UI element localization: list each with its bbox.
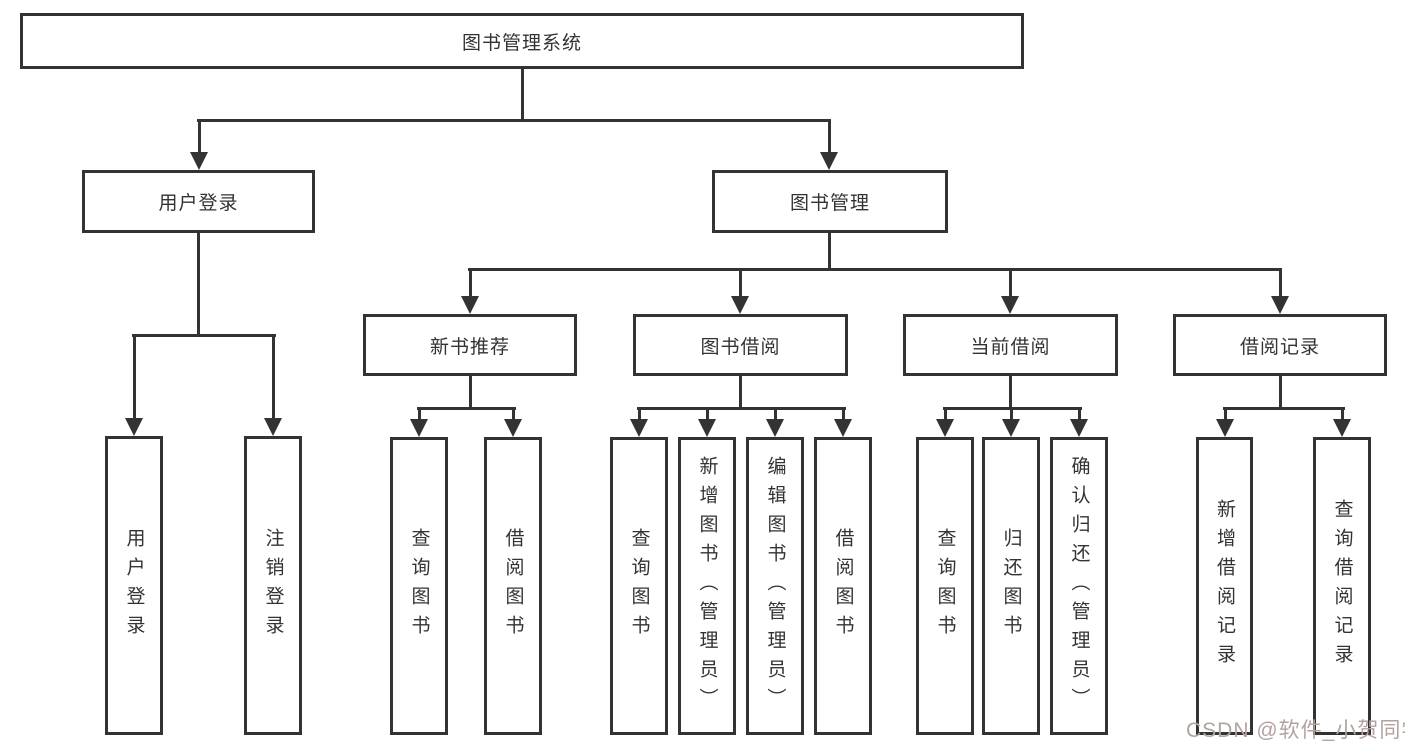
node-cb-confirm-return-label: 确认归还（管理员） xyxy=(1068,455,1090,717)
node-book-management-label: 图书管理 xyxy=(789,193,870,214)
node-user-login: 用户登录 xyxy=(82,170,315,233)
node-ul-logout: 注销登录 xyxy=(244,436,302,735)
node-ul-logout-label: 注销登录 xyxy=(262,527,284,644)
node-br-add-record: 新增借阅记录 xyxy=(1196,437,1253,735)
connector-cb-drop xyxy=(1009,376,1012,409)
node-bb-borrow-books: 借阅图书 xyxy=(814,437,872,735)
arrow-down-icon xyxy=(461,296,479,314)
connector-nb-child1 xyxy=(418,407,421,422)
connector-mgmt-child1 xyxy=(469,268,472,299)
connector-login-child2 xyxy=(272,334,275,422)
node-bb-query-books-label: 查询图书 xyxy=(628,528,650,644)
node-cb-query-books-label: 查询图书 xyxy=(934,528,956,644)
arrow-down-icon xyxy=(820,152,838,170)
node-br-query-record: 查询借阅记录 xyxy=(1313,437,1371,735)
node-bb-query-books: 查询图书 xyxy=(610,437,668,735)
connector-bb-child4 xyxy=(842,407,845,422)
node-bb-add-books-label: 新增图书（管理员） xyxy=(696,455,718,717)
node-nb-borrow-books: 借阅图书 xyxy=(484,437,542,735)
arrow-down-icon xyxy=(125,418,143,436)
node-new-book-recommend: 新书推荐 xyxy=(363,314,577,376)
node-cb-return-books: 归还图书 xyxy=(982,437,1040,735)
connector-cb-child3 xyxy=(1078,407,1081,422)
node-br-add-record-label: 新增借阅记录 xyxy=(1214,499,1235,673)
connector-mgmt-child4 xyxy=(1279,268,1282,299)
arrow-down-icon xyxy=(1002,419,1020,437)
node-user-login-label: 用户登录 xyxy=(158,193,239,214)
connector-bb-child1 xyxy=(638,407,641,422)
arrow-down-icon xyxy=(1216,419,1234,437)
connector-mgmt-drop xyxy=(828,233,831,271)
connector-login-drop xyxy=(197,233,200,336)
connector-login-split xyxy=(132,334,276,337)
connector-bb-child3 xyxy=(774,407,777,422)
node-new-book-recommend-label: 新书推荐 xyxy=(429,336,510,358)
arrow-down-icon xyxy=(630,419,648,437)
arrow-down-icon xyxy=(1333,419,1351,437)
node-cb-confirm-return: 确认归还（管理员） xyxy=(1050,437,1108,735)
node-ul-user-login-label: 用户登录 xyxy=(123,527,145,644)
arrow-down-icon xyxy=(766,419,784,437)
arrow-down-icon xyxy=(504,419,522,437)
connector-mgmt-child3 xyxy=(1009,268,1012,299)
connector-root-split xyxy=(197,119,831,122)
node-ul-user-login: 用户登录 xyxy=(105,436,163,735)
node-bb-borrow-books-label: 借阅图书 xyxy=(832,528,854,644)
connector-mgmt-child2 xyxy=(739,268,742,299)
node-br-query-record-label: 查询借阅记录 xyxy=(1331,499,1353,673)
connector-br-child1 xyxy=(1224,407,1227,422)
connector-root-drop xyxy=(521,69,524,120)
arrow-down-icon xyxy=(410,419,428,437)
node-cb-return-books-label: 归还图书 xyxy=(1000,528,1022,644)
connector-nb-child2 xyxy=(512,407,515,422)
connector-login-child1 xyxy=(133,334,136,422)
arrow-down-icon xyxy=(731,296,749,314)
arrow-down-icon xyxy=(834,419,852,437)
node-nb-query-books-label: 查询图书 xyxy=(408,528,430,644)
node-bb-add-books: 新增图书（管理员） xyxy=(678,437,736,735)
connector-br-child2 xyxy=(1341,407,1344,422)
node-borrow-records: 借阅记录 xyxy=(1173,314,1387,376)
connector-nb-drop xyxy=(469,376,472,409)
node-nb-query-books: 查询图书 xyxy=(390,437,448,735)
arrow-down-icon xyxy=(1001,296,1019,314)
node-nb-borrow-books-label: 借阅图书 xyxy=(502,528,524,644)
arrow-down-icon xyxy=(1070,419,1088,437)
connector-root-to-login xyxy=(198,119,201,155)
connector-br-split xyxy=(1223,407,1345,410)
connector-bb-drop xyxy=(739,376,742,409)
arrow-down-icon xyxy=(1271,296,1289,314)
node-current-borrow-label: 当前借阅 xyxy=(970,336,1051,358)
node-book-management: 图书管理 xyxy=(712,170,948,233)
node-root: 图书管理系统 xyxy=(20,13,1024,69)
node-root-label: 图书管理系统 xyxy=(461,32,582,54)
connector-cb-child2 xyxy=(1010,407,1013,422)
node-cb-query-books: 查询图书 xyxy=(916,437,974,735)
arrow-down-icon xyxy=(936,419,954,437)
node-book-borrow: 图书借阅 xyxy=(633,314,848,376)
node-borrow-records-label: 借阅记录 xyxy=(1239,336,1320,358)
connector-nb-split xyxy=(417,407,516,410)
node-current-borrow: 当前借阅 xyxy=(903,314,1118,376)
node-book-borrow-label: 图书借阅 xyxy=(700,336,781,358)
arrow-down-icon xyxy=(190,152,208,170)
connector-bb-split xyxy=(637,407,846,410)
connector-cb-child1 xyxy=(944,407,947,422)
connector-root-to-mgmt xyxy=(828,119,831,155)
arrow-down-icon xyxy=(264,418,282,436)
connector-br-drop xyxy=(1279,376,1282,409)
arrow-down-icon xyxy=(698,419,716,437)
connector-bb-child2 xyxy=(706,407,709,422)
node-bb-edit-books-label: 编辑图书（管理员） xyxy=(764,455,786,717)
node-bb-edit-books: 编辑图书（管理员） xyxy=(746,437,804,735)
csdn-watermark: CSDN @软件_小贺同学 xyxy=(1186,719,1405,742)
connector-mgmt-split xyxy=(468,268,1282,271)
